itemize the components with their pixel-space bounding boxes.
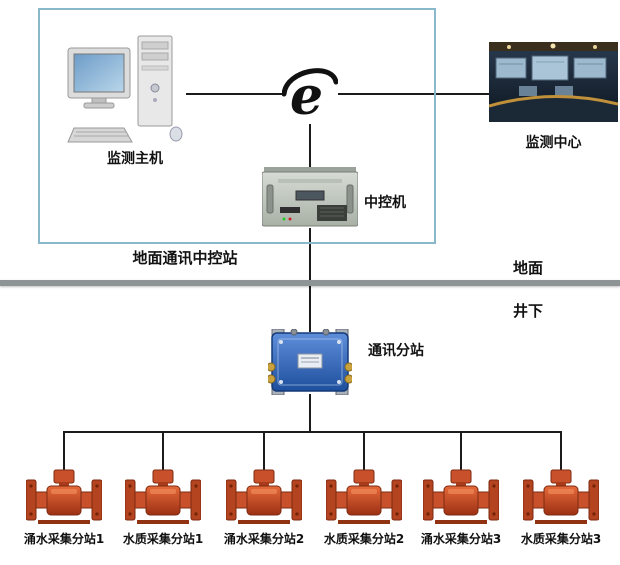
device-icon-water-inflow-2 (226, 468, 302, 526)
ground-station-boundary (38, 8, 436, 244)
comm-substation-label: 通讯分站 (368, 343, 424, 359)
bus-line (63, 431, 562, 433)
connector-internet-to-center (338, 93, 490, 95)
device-icon-water-quality-1 (125, 468, 201, 526)
connector-internet-to-control (309, 124, 311, 170)
device-label-3: 涌水采集分站2 (223, 532, 305, 546)
connector-host-to-internet (186, 93, 284, 95)
drop-line-2 (162, 431, 164, 470)
device-label-4: 水质采集分站2 (323, 532, 405, 546)
internet-e-icon (282, 62, 338, 126)
central-control-machine-icon (262, 167, 358, 229)
monitor-center-label: 监测中心 (525, 135, 582, 151)
surface-divider-line (0, 280, 620, 286)
connector-substation-to-bus (309, 394, 311, 432)
underground-label: 井下 (513, 302, 544, 320)
drop-line-1 (63, 431, 65, 470)
central-control-label: 中控机 (364, 195, 406, 211)
device-label-2: 水质采集分站1 (122, 532, 204, 546)
drop-line-5 (460, 431, 462, 470)
drop-line-3 (263, 431, 265, 470)
device-label-5: 涌水采集分站3 (420, 532, 502, 546)
device-icon-water-quality-3 (523, 468, 599, 526)
comm-substation-icon (268, 329, 352, 395)
monitor-host-computer-icon (66, 30, 191, 148)
device-icon-water-quality-2 (326, 468, 402, 526)
drop-line-4 (363, 431, 365, 470)
device-label-1: 涌水采集分站1 (23, 532, 105, 546)
device-icon-water-inflow-3 (423, 468, 499, 526)
surface-label: 地面 (513, 259, 544, 277)
device-label-6: 水质采集分站3 (520, 532, 602, 546)
drop-line-6 (560, 431, 562, 470)
device-icon-water-inflow-1 (26, 468, 102, 526)
ground-station-label: 地面通讯中控站 (132, 249, 238, 267)
monitor-center-image (489, 42, 618, 122)
monitor-host-label: 监测主机 (107, 151, 163, 167)
